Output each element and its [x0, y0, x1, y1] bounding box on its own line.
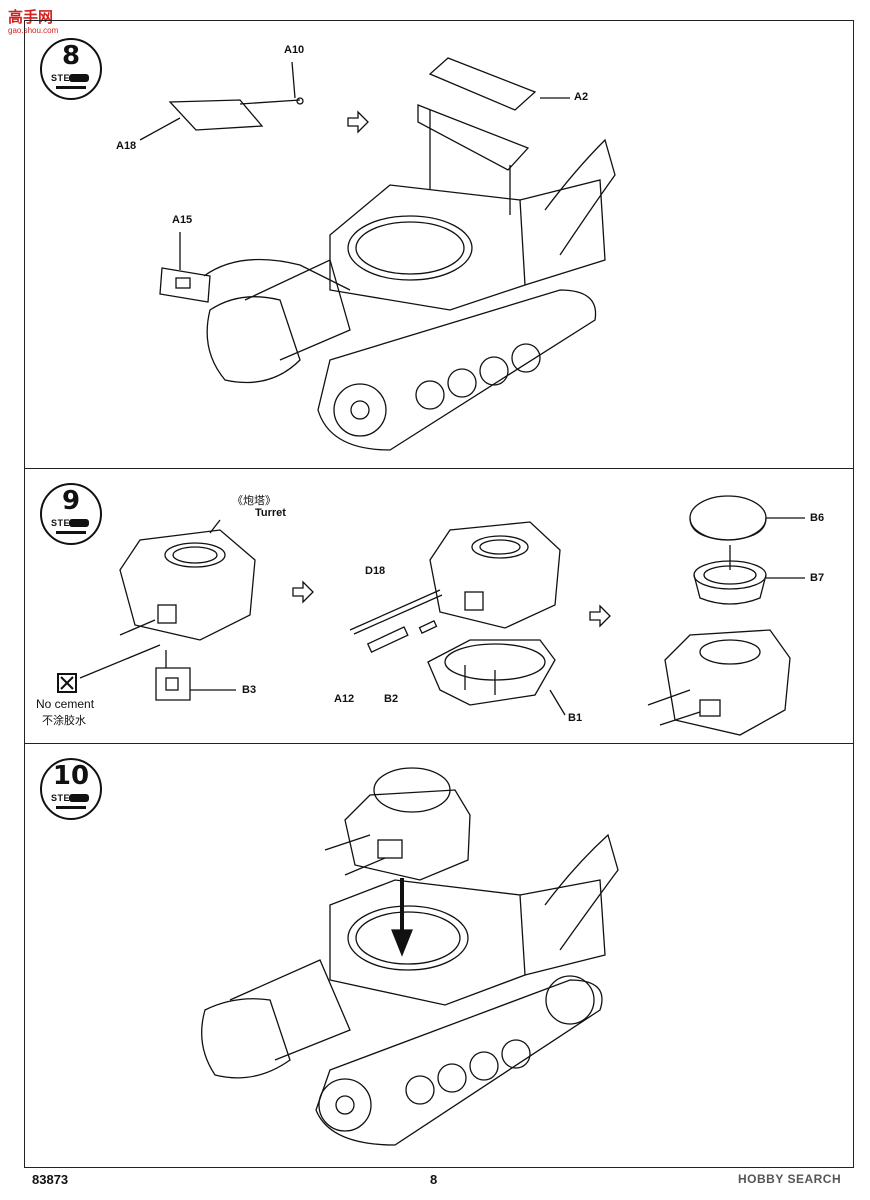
x-mark-icon [60, 676, 74, 690]
tank-icon [69, 74, 89, 82]
no-cement-en: No cement [36, 697, 95, 711]
section-divider-1 [24, 468, 854, 469]
page-number: 8 [430, 1172, 438, 1187]
tank-icon [69, 519, 89, 527]
site-watermark-domain: gao.shou.com [8, 26, 59, 35]
step-10-badge: 10 STEP [40, 758, 102, 820]
part-a10-rod [239, 99, 301, 105]
site-watermark-logo: 高手网 [8, 8, 54, 26]
label-b3: B3 [242, 684, 257, 696]
label-a2: A2 [574, 91, 589, 103]
part-a18-plate [168, 99, 264, 131]
part-b1 [427, 639, 556, 706]
hobby-search-watermark: HOBBY SEARCH [738, 1172, 842, 1186]
label-d18: D18 [365, 565, 386, 577]
hull-body [329, 184, 526, 311]
step-9-badge: 9 STEP [40, 483, 102, 545]
tank-icon [69, 794, 89, 802]
hull-body-final [329, 879, 526, 1006]
no-cement-icon [57, 673, 77, 693]
label-b1: B1 [568, 712, 583, 724]
turret-assembled [344, 789, 471, 881]
page-frame [24, 20, 854, 1168]
step-label: STEP [51, 793, 77, 803]
no-cement-cn: 不涂胶水 [42, 714, 86, 727]
label-a12: A12 [334, 693, 355, 705]
label-a15: A15 [172, 214, 193, 226]
underline [56, 86, 86, 89]
part-a15-plate [159, 267, 211, 303]
label-b2: B2 [384, 693, 399, 705]
turret-left [119, 529, 256, 641]
step-number: 8 [61, 41, 81, 71]
kit-number: 83873 [32, 1172, 69, 1187]
label-b7: B7 [810, 572, 825, 584]
turret-middle [429, 521, 561, 629]
label-turret-en: Turret [255, 507, 286, 519]
label-a18: A18 [116, 140, 137, 152]
section-divider-2 [24, 743, 854, 744]
step-label: STEP [51, 73, 77, 83]
turret-right [664, 629, 791, 736]
label-b6: B6 [810, 512, 825, 524]
underline [56, 531, 86, 534]
step-number: 9 [61, 486, 81, 516]
label-turret-cn: 《炮塔》 [232, 494, 276, 507]
step-number: 10 [52, 761, 90, 791]
step-8-badge: 8 STEP [40, 38, 102, 100]
part-b6 [689, 495, 767, 541]
label-a10: A10 [284, 44, 305, 56]
part-b3 [155, 667, 191, 701]
part-a2-plate [428, 57, 537, 111]
underline [56, 806, 86, 809]
step-label: STEP [51, 518, 77, 528]
